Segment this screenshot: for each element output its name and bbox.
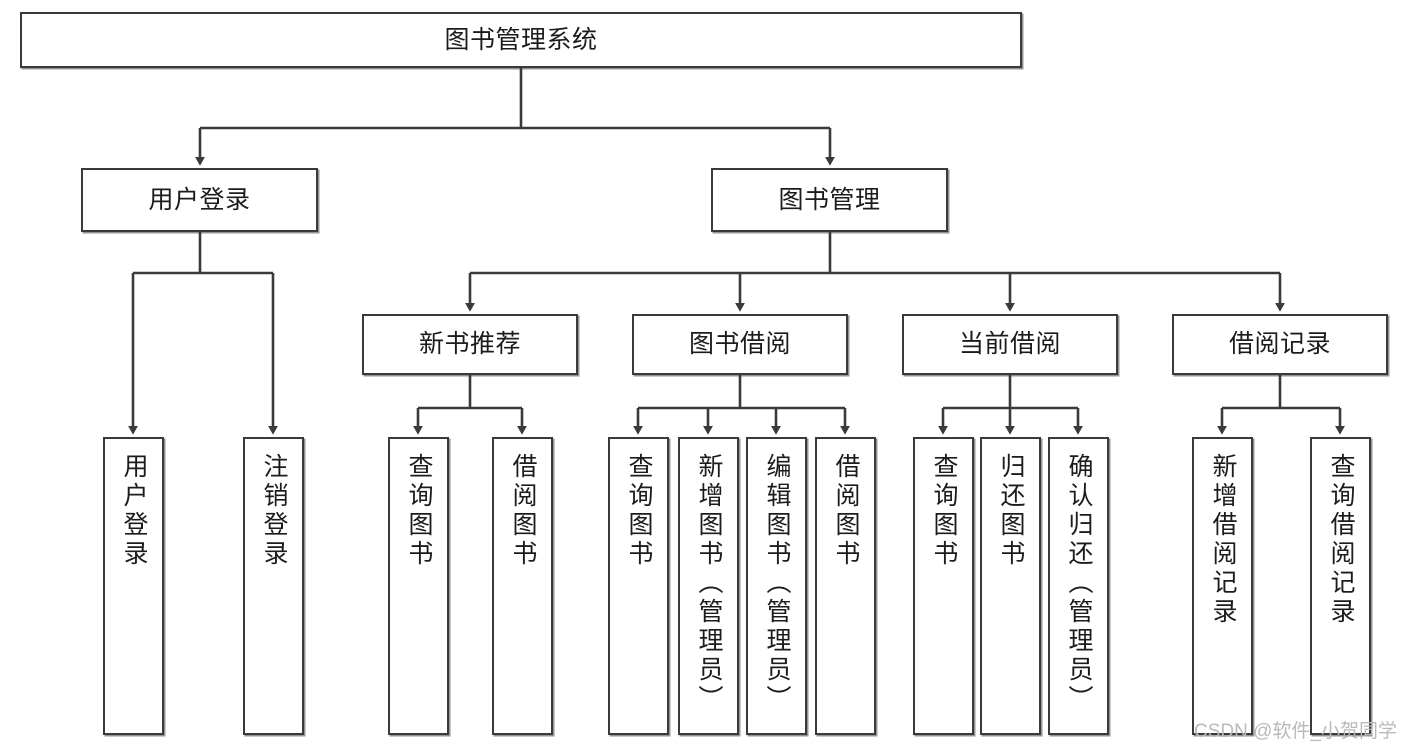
node-leaf-edit-book[interactable]: 编辑图书（管理员） xyxy=(746,437,807,735)
node-book-manage[interactable]: 图书管理 xyxy=(711,168,948,232)
node-book-borrow[interactable]: 图书借阅 xyxy=(632,314,848,375)
node-leaf-logout-label: 注销登录 xyxy=(260,453,288,569)
node-root[interactable]: 图书管理系统 xyxy=(20,12,1022,68)
node-leaf-confirm-return-label: 确认归还（管理员） xyxy=(1065,453,1093,714)
csdn-watermark: CSDN @软件_小贺同学 xyxy=(1194,721,1397,742)
node-leaf-logout[interactable]: 注销登录 xyxy=(243,437,304,735)
node-current-borrow-label: 当前借阅 xyxy=(958,330,1061,359)
node-leaf-query-book-3[interactable]: 查询图书 xyxy=(913,437,974,735)
node-leaf-edit-book-label: 编辑图书（管理员） xyxy=(763,453,791,714)
node-leaf-user-login[interactable]: 用户登录 xyxy=(103,437,164,735)
node-leaf-add-record[interactable]: 新增借阅记录 xyxy=(1192,437,1253,735)
node-leaf-user-login-label: 用户登录 xyxy=(120,453,148,569)
node-leaf-return-book[interactable]: 归还图书 xyxy=(980,437,1041,735)
node-leaf-query-book-2[interactable]: 查询图书 xyxy=(608,437,669,735)
node-borrow-record[interactable]: 借阅记录 xyxy=(1172,314,1388,375)
node-leaf-query-book-3-label: 查询图书 xyxy=(930,453,958,569)
node-user-login[interactable]: 用户登录 xyxy=(81,168,318,232)
node-leaf-borrow-book-1-label: 借阅图书 xyxy=(509,453,537,569)
node-borrow-record-label: 借阅记录 xyxy=(1228,330,1331,359)
node-root-label: 图书管理系统 xyxy=(444,25,598,54)
node-leaf-borrow-book-2[interactable]: 借阅图书 xyxy=(815,437,876,735)
node-leaf-add-record-label: 新增借阅记录 xyxy=(1209,453,1237,627)
node-leaf-return-book-label: 归还图书 xyxy=(997,453,1025,569)
node-leaf-query-book-1-label: 查询图书 xyxy=(405,453,433,569)
node-user-login-label: 用户登录 xyxy=(148,185,251,214)
node-book-manage-label: 图书管理 xyxy=(778,185,881,214)
node-leaf-add-book-label: 新增图书（管理员） xyxy=(695,453,723,714)
node-leaf-query-record[interactable]: 查询借阅记录 xyxy=(1310,437,1371,735)
node-leaf-borrow-book-2-label: 借阅图书 xyxy=(832,453,860,569)
node-book-borrow-label: 图书借阅 xyxy=(688,330,791,359)
node-new-book-recommend[interactable]: 新书推荐 xyxy=(362,314,578,375)
node-leaf-query-book-2-label: 查询图书 xyxy=(625,453,653,569)
node-leaf-borrow-book-1[interactable]: 借阅图书 xyxy=(492,437,553,735)
node-current-borrow[interactable]: 当前借阅 xyxy=(902,314,1118,375)
node-leaf-query-record-label: 查询借阅记录 xyxy=(1327,453,1355,627)
node-leaf-query-book-1[interactable]: 查询图书 xyxy=(388,437,449,735)
node-new-book-recommend-label: 新书推荐 xyxy=(418,330,521,359)
node-leaf-confirm-return[interactable]: 确认归还（管理员） xyxy=(1048,437,1109,735)
node-leaf-add-book[interactable]: 新增图书（管理员） xyxy=(678,437,739,735)
